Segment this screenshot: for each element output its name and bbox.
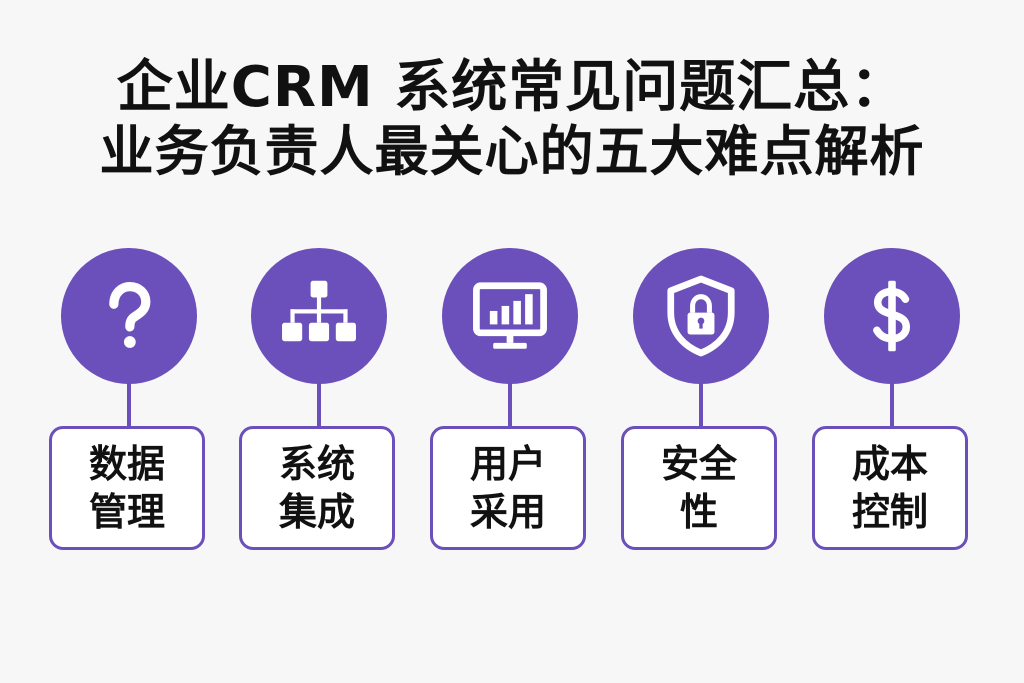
topic-label-line-1: 用户 (469, 442, 546, 486)
topic-label-line-1: 成本 (851, 442, 928, 486)
connector-line (508, 382, 512, 428)
topic-system-integration: 系统 集成 (237, 248, 401, 558)
topic-label-line-2: 管理 (88, 490, 165, 534)
topic-label-line-2: 集成 (278, 490, 355, 534)
title-line-1: 企业CRM 系统常见问题汇总： (116, 55, 908, 120)
topic-label-box: 安全 性 (621, 426, 777, 550)
shield-lock-icon (667, 275, 735, 357)
topic-label-box: 系统 集成 (239, 426, 395, 550)
topic-icon-circle (633, 248, 769, 384)
page-title: 企业CRM 系统常见问题汇总： 业务负责人最关心的五大难点解析 (0, 56, 1024, 184)
question-mark-icon (109, 281, 151, 348)
topic-icon-circle (61, 248, 197, 384)
monitor-chart-icon (473, 282, 547, 349)
topic-user-adoption: 用户 采用 (428, 248, 592, 558)
connector-line (890, 382, 894, 428)
connector-line (127, 382, 131, 428)
topic-label-line-2: 性 (679, 490, 718, 534)
topic-label-box: 数据 管理 (49, 426, 205, 550)
connector-line (317, 382, 321, 428)
topic-label-line-1: 系统 (278, 442, 355, 486)
topic-label-line-2: 控制 (851, 490, 928, 534)
topic-label-box: 成本 控制 (812, 426, 968, 550)
topic-label-line-1: 数据 (88, 442, 165, 486)
topic-data-management: 数据 管理 (47, 248, 211, 558)
topic-label-box: 用户 采用 (430, 426, 586, 550)
hierarchy-icon (282, 280, 356, 342)
topic-cost-control: 成本 控制 (810, 248, 974, 558)
dollar-icon (873, 280, 911, 352)
topics-row: 数据 管理 系统 集成 (0, 248, 1024, 558)
topic-icon-circle (442, 248, 578, 384)
topic-security: 安全 性 (619, 248, 783, 558)
title-line-2: 业务负责人最关心的五大难点解析 (99, 120, 925, 183)
topic-icon-circle (251, 248, 387, 384)
connector-line (699, 382, 703, 428)
topic-label-line-2: 采用 (469, 490, 546, 534)
topic-icon-circle (824, 248, 960, 384)
topic-label-line-1: 安全 (660, 442, 737, 486)
